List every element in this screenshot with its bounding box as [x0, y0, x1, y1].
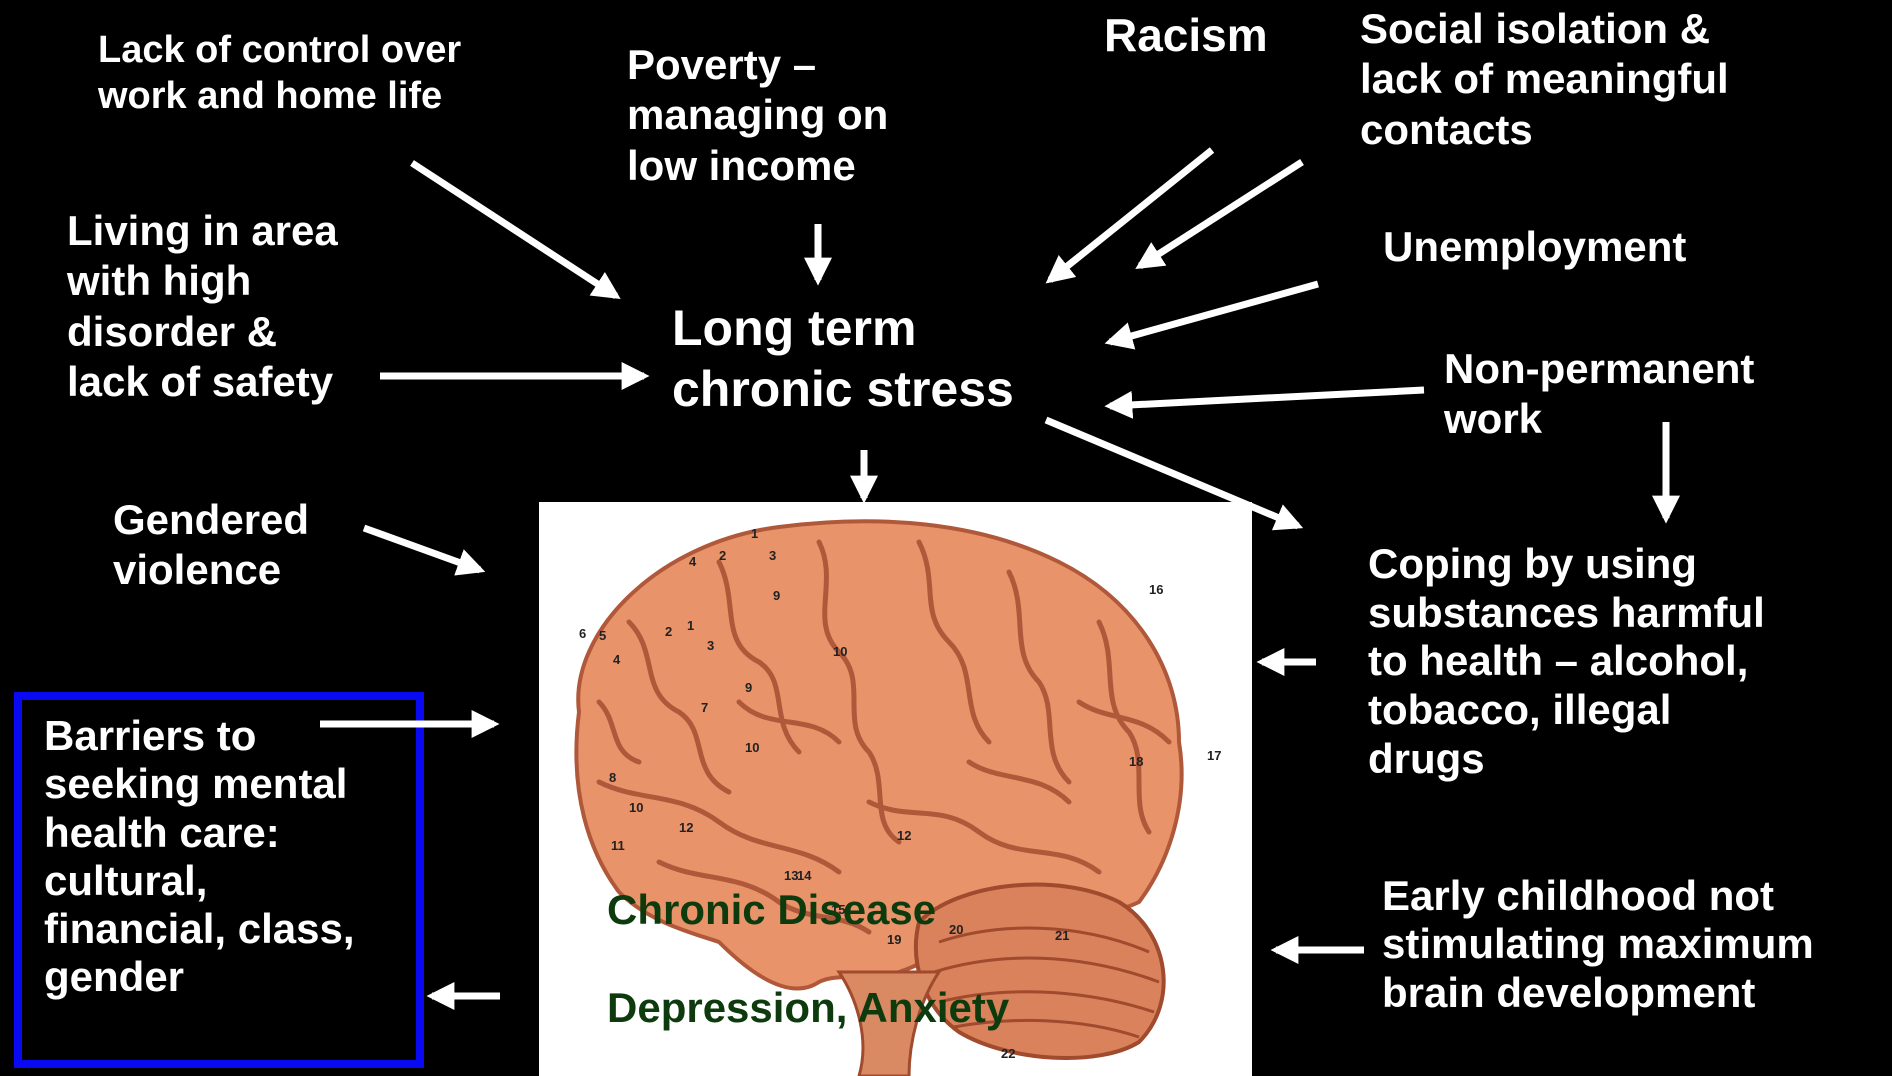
arrow-non-permanent: [1110, 390, 1424, 406]
arrow-unemployment: [1110, 284, 1318, 342]
arrow-gendered-violence: [364, 528, 480, 570]
arrow-stress-to-coping: [1046, 420, 1298, 526]
arrow-social-isolation: [1140, 162, 1302, 266]
arrow-lack-of-control: [412, 163, 616, 296]
arrow-racism: [1050, 150, 1212, 280]
